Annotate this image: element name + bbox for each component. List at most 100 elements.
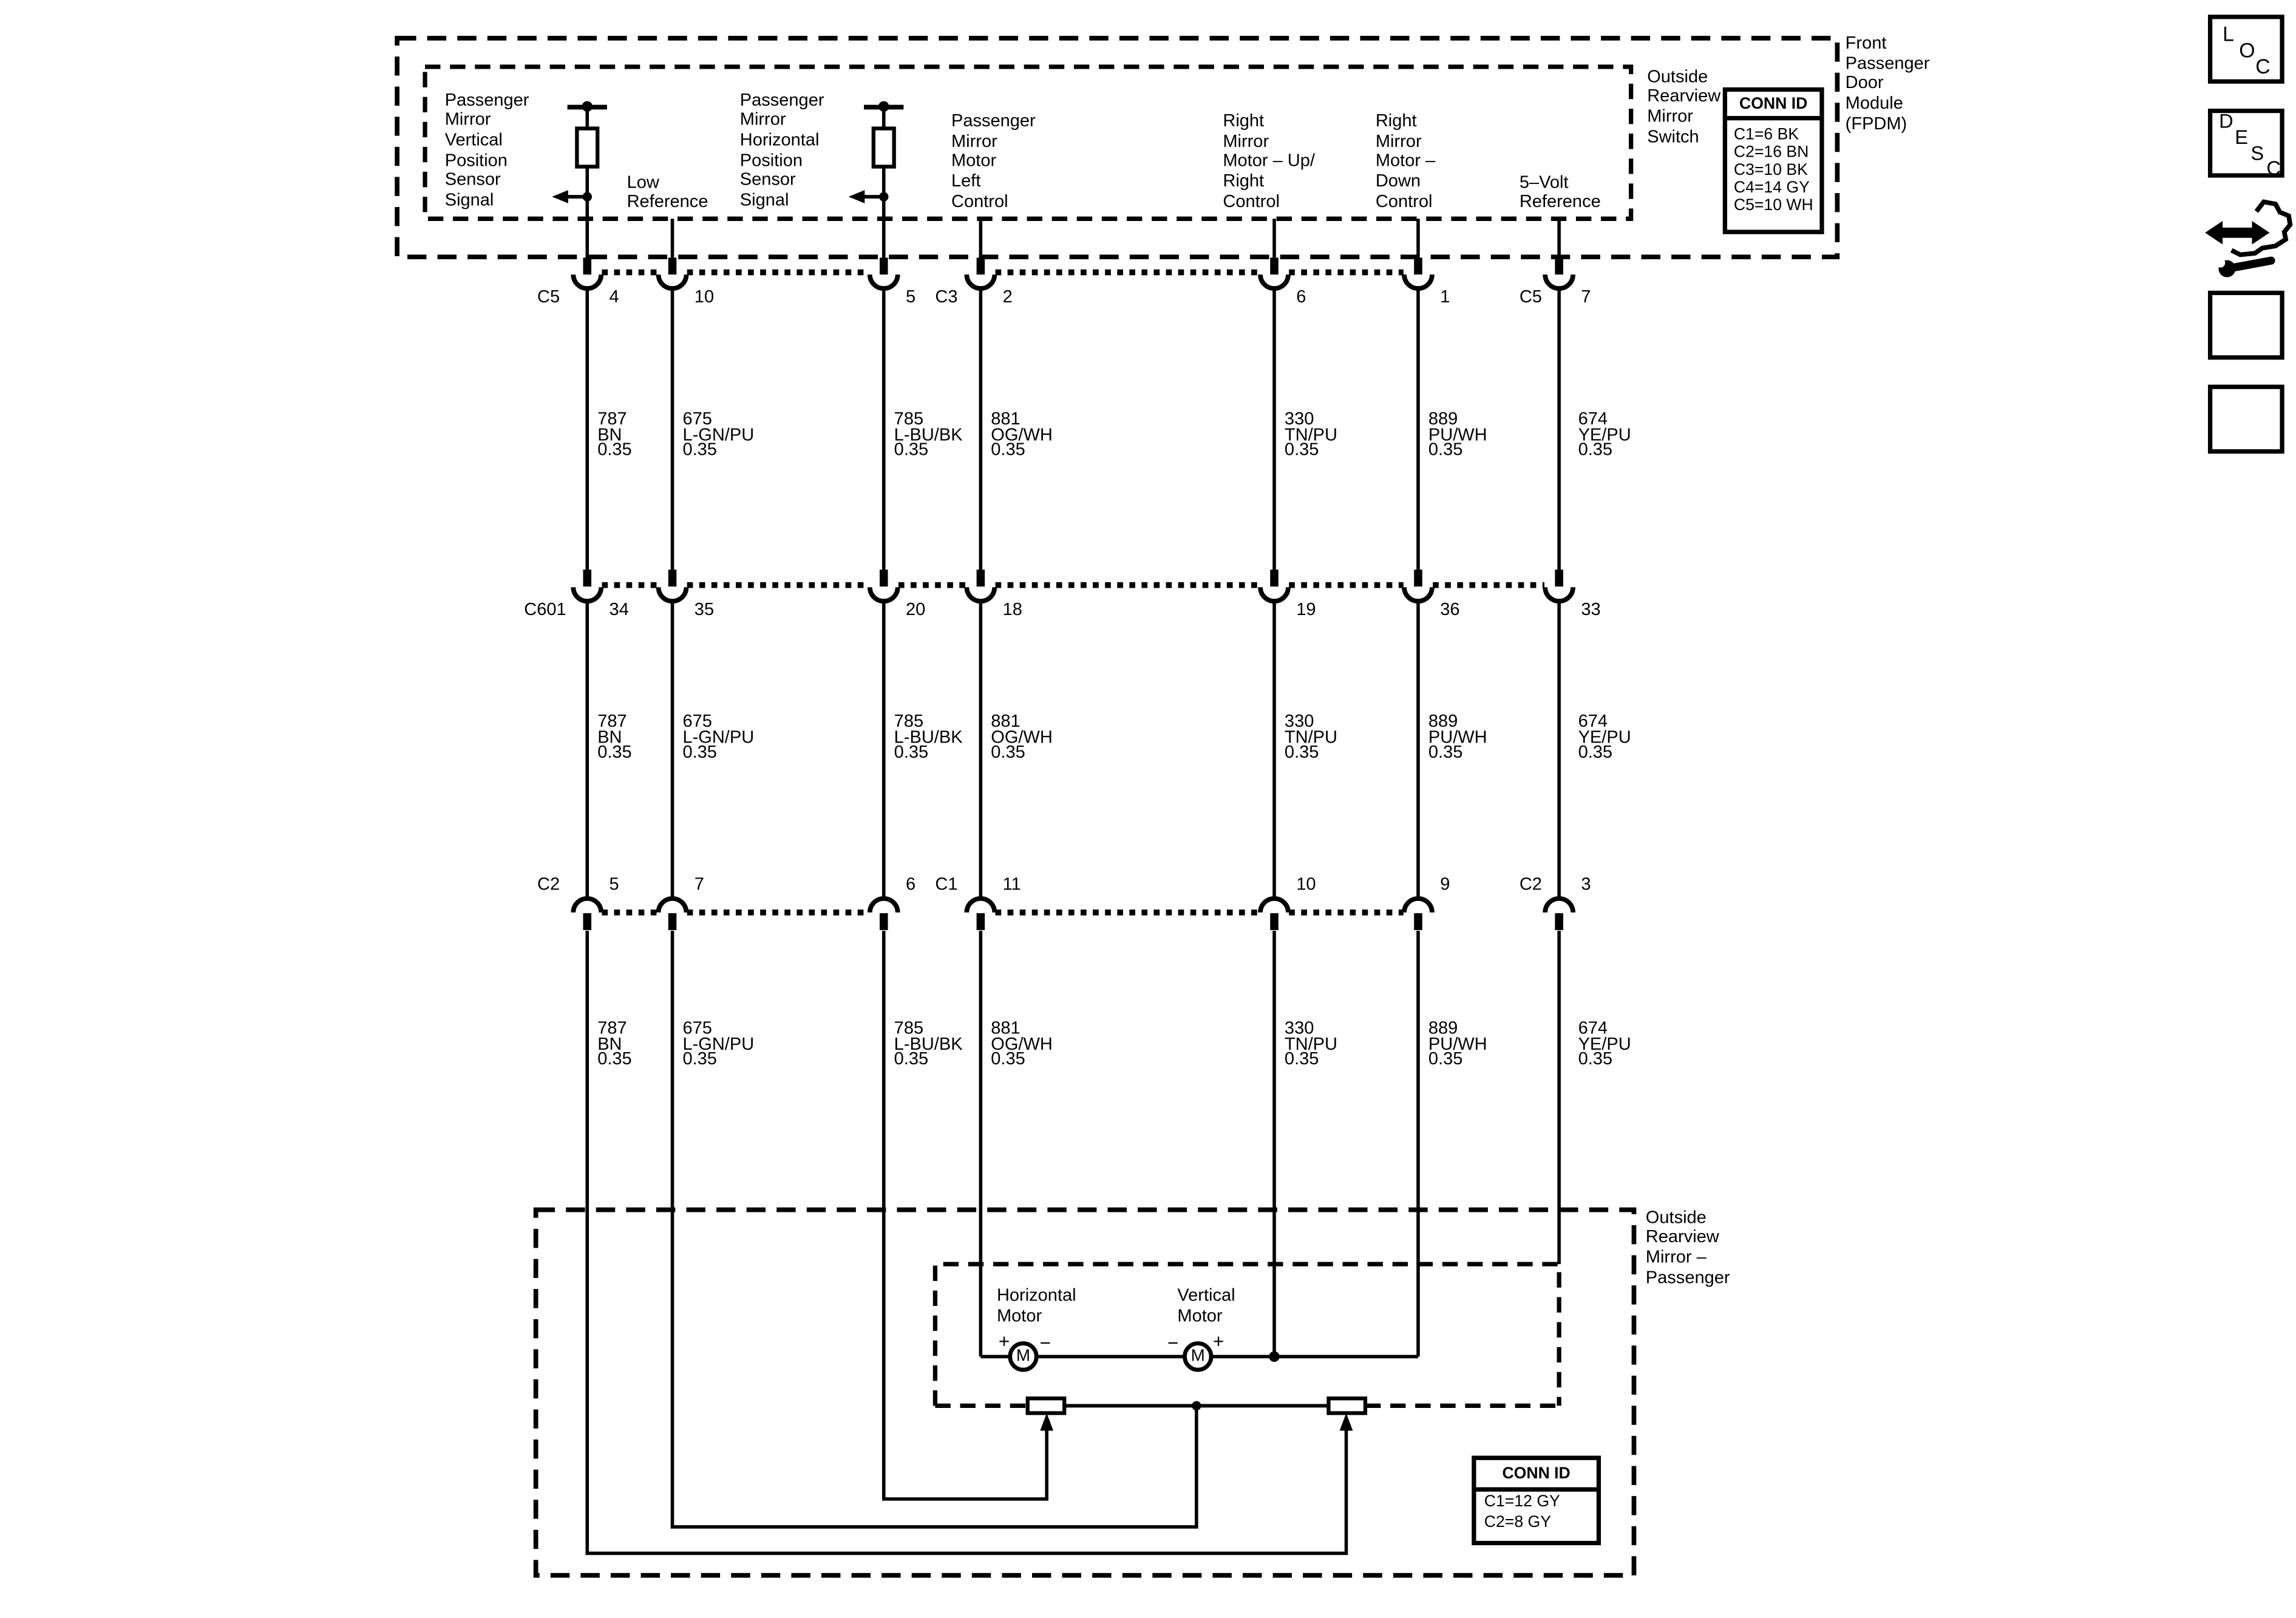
connector-name: C1 xyxy=(935,873,958,894)
pin-number: 6 xyxy=(1296,285,1306,307)
pin-number: 10 xyxy=(694,285,715,307)
connector-name: C3 xyxy=(935,285,958,307)
wire-label: 785 L-BU/BK 0.35 xyxy=(894,408,963,460)
mirror-motor-circuit xyxy=(980,1341,1418,1431)
wire-label: 787 BN 0.35 xyxy=(597,408,632,460)
pin-number: 35 xyxy=(694,599,715,620)
horizontal-motor-label: Horizontal Motor xyxy=(996,1284,1076,1325)
conn-id-box-top xyxy=(1722,87,1824,234)
signal-label-motor-down: Right Mirror Motor – Down Control xyxy=(1375,110,1436,211)
conn-id-bottom-title: CONN ID xyxy=(1502,1464,1571,1483)
pin-number: 4 xyxy=(609,285,619,307)
pin-number: 11 xyxy=(1002,873,1021,894)
wrench-icon xyxy=(2215,256,2275,277)
wire-label: 675 L-GN/PU 0.35 xyxy=(682,408,755,460)
vertical-motor-m: M xyxy=(1190,1347,1205,1365)
loc-letter: C xyxy=(2255,54,2271,78)
conn-id-top-title: CONN ID xyxy=(1739,94,1808,112)
pin-number: 5 xyxy=(609,873,619,894)
vertical-position-sensor-symbol xyxy=(552,101,607,203)
pin-number: 34 xyxy=(609,599,629,620)
jump-shortcut-icon[interactable] xyxy=(2205,199,2293,277)
pin-number: 3 xyxy=(1581,873,1591,894)
vertical-motor-label: Vertical Motor xyxy=(1177,1284,1235,1325)
wire-label: 881 OG/WH 0.35 xyxy=(991,1017,1053,1069)
signal-label-horizontal-sensor: Passenger Mirror Horizontal Position Sen… xyxy=(739,89,824,210)
wire-label: 674 YE/PU 0.35 xyxy=(1578,710,1631,763)
circuit-wires xyxy=(585,201,1561,1555)
wire-label: 889 PU/WH 0.35 xyxy=(1428,1017,1487,1069)
signal-label-motor-left: Passenger Mirror Motor Left Control xyxy=(951,110,1036,211)
pin-number: 5 xyxy=(906,285,916,307)
pin-number: 1 xyxy=(1440,285,1450,307)
wire-label: 675 L-GN/PU 0.35 xyxy=(682,710,755,763)
connector-name: C601 xyxy=(524,599,566,620)
connector-terminal-arcs xyxy=(571,274,1575,913)
fpdm-title: Front Passenger Door Module (FPDM) xyxy=(1845,32,1930,134)
wire-label: 785 L-BU/BK 0.35 xyxy=(894,710,963,763)
connector-pin-stubs xyxy=(583,257,1563,930)
connector-name: C5 xyxy=(1519,285,1542,307)
wire-label: 330 TN/PU 0.35 xyxy=(1284,710,1337,763)
wire-label: 881 OG/WH 0.35 xyxy=(991,408,1053,460)
wire-label: 674 YE/PU 0.35 xyxy=(1578,408,1631,460)
horizontal-motor-m: M xyxy=(1016,1347,1031,1365)
desc-letter: E xyxy=(2235,126,2249,148)
loc-letter: O xyxy=(2239,38,2255,61)
up-arrow xyxy=(1040,1413,1054,1431)
wire-label: 785 L-BU/BK 0.35 xyxy=(894,1017,963,1069)
wire-label: 889 PU/WH 0.35 xyxy=(1428,408,1487,460)
mirror-connector-plug-1 xyxy=(1025,1396,1067,1415)
wire-label: 787 BN 0.35 xyxy=(597,710,632,763)
h-motor-minus: − xyxy=(1039,1331,1051,1353)
panel-outline-icon xyxy=(2230,199,2293,257)
v-motor-plus: + xyxy=(1212,1329,1224,1351)
wire-label: 889 PU/WH 0.35 xyxy=(1428,710,1487,763)
wire-label: 787 BN 0.35 xyxy=(597,1017,632,1069)
conn-id-box-bottom xyxy=(1472,1455,1601,1546)
vertical-motor-symbol xyxy=(1183,1341,1214,1372)
up-arrow xyxy=(1339,1413,1353,1431)
signal-label-vertical-sensor: Passenger Mirror Vertical Position Senso… xyxy=(444,89,529,210)
pin-number: 2 xyxy=(1002,285,1013,307)
pin-number: 9 xyxy=(1440,873,1450,894)
pin-number: 36 xyxy=(1440,599,1460,620)
pin-number: 6 xyxy=(906,873,916,894)
wire-label: 330 TN/PU 0.35 xyxy=(1284,1017,1337,1069)
connector-dotted-lines xyxy=(602,269,1544,916)
h-motor-plus: + xyxy=(998,1329,1010,1351)
mirror-connector-plug-2 xyxy=(1326,1396,1368,1415)
desc-letter: S xyxy=(2250,141,2264,164)
desc-letter: D xyxy=(2219,110,2233,132)
mirror-title: Outside Rearview Mirror – Passenger xyxy=(1645,1206,1730,1287)
conn-id-bottom-rows: C1=12 GY C2=8 GY xyxy=(1484,1493,1560,1531)
connector-name: C2 xyxy=(1519,873,1542,894)
pin-number: 33 xyxy=(1581,599,1601,620)
double-arrow-icon xyxy=(2205,220,2270,245)
wire-label: 674 YE/PU 0.35 xyxy=(1578,1017,1631,1069)
connector-name: C5 xyxy=(537,285,560,307)
fpdm-module-outline xyxy=(395,36,1840,260)
pin-number: 20 xyxy=(906,599,926,620)
loc-letter: L xyxy=(2223,21,2235,45)
back-button[interactable] xyxy=(2207,384,2284,454)
signal-label-5v-reference: 5–Volt Reference xyxy=(1519,171,1601,212)
connector-name: C2 xyxy=(537,873,560,894)
pin-number: 10 xyxy=(1296,873,1316,894)
pin-number: 19 xyxy=(1296,599,1316,620)
mirror-switch-label: Outside Rearview Mirror Switch xyxy=(1647,65,1721,146)
desc-letter: C xyxy=(2266,157,2281,180)
wire-label: 881 OG/WH 0.35 xyxy=(991,710,1053,763)
forward-button[interactable] xyxy=(2207,290,2284,360)
pin-number: 7 xyxy=(1581,285,1591,307)
pin-number: 7 xyxy=(694,873,704,894)
conn-id-top-rows: C1=6 BK C2=16 BN C3=10 BK C4=14 GY C5=10… xyxy=(1733,125,1813,215)
horizontal-motor-symbol xyxy=(1008,1341,1039,1372)
horizontal-position-sensor-symbol xyxy=(848,101,904,203)
signal-label-motor-up-right: Right Mirror Motor – Up/ Right Control xyxy=(1223,110,1315,211)
signal-label-low-reference: Low Reference xyxy=(627,171,708,212)
